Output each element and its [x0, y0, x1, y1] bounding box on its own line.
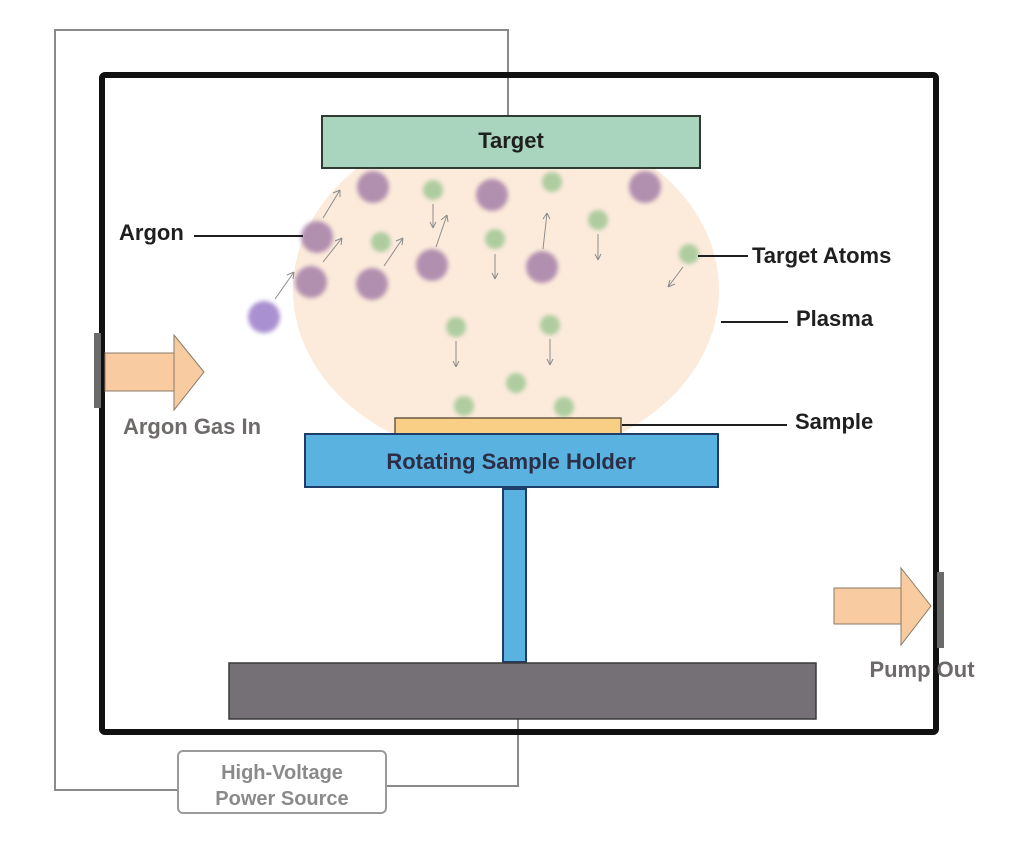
target-atom: [540, 315, 560, 335]
holder-shaft: [502, 488, 527, 663]
argon-atom: [476, 179, 508, 211]
power-source-label-line2: Power Source: [215, 788, 348, 810]
argon-atoms: [295, 171, 661, 300]
argon-atom: [357, 171, 389, 203]
argon-atom: [416, 249, 448, 281]
target-atoms: [371, 172, 699, 417]
target-atom: [588, 210, 608, 230]
power-source-box: [177, 750, 387, 814]
argon-inlet-arrow: [104, 333, 205, 412]
rotating-sample-holder: [304, 433, 719, 488]
argon-atom: [526, 251, 558, 283]
pump-outlet-port: [937, 572, 944, 648]
argon-atom: [295, 266, 327, 298]
sample-layer: [394, 417, 622, 435]
target-label: Target: [478, 128, 544, 153]
target-atom: [542, 172, 562, 192]
vacuum-chamber: [99, 72, 939, 735]
target-atom: [423, 180, 443, 200]
gas-inlet-port: [94, 333, 101, 408]
argon-atom: [629, 171, 661, 203]
plasma-label: Plasma: [796, 306, 874, 331]
target-atom: [506, 373, 526, 393]
target-plate: [321, 115, 701, 169]
pump-out-label: Pump Out: [869, 657, 975, 682]
holder-label: Rotating Sample Holder: [386, 449, 636, 474]
target-atoms-label: Target Atoms: [752, 243, 891, 268]
argon-atom: [356, 268, 388, 300]
target-atom: [371, 232, 391, 252]
target-atom: [446, 317, 466, 337]
argon-gas-in-label: Argon Gas In: [123, 414, 261, 439]
argon-atom: [301, 221, 333, 253]
target-atom: [485, 229, 505, 249]
sample-label: Sample: [795, 409, 873, 434]
power-wire-top: [54, 29, 509, 791]
target-atom: [554, 397, 574, 417]
argon-label: Argon: [119, 220, 184, 245]
power-wire-bottom: [386, 719, 519, 787]
pump-out-arrow: [833, 566, 932, 647]
leader-lines: [194, 235, 788, 426]
target-atom: [454, 396, 474, 416]
plasma-cloud: [293, 120, 719, 460]
power-source-label-line1: High-Voltage: [221, 762, 343, 784]
target-atom: [679, 244, 699, 264]
motion-arrows: [274, 189, 684, 368]
incoming-argon-atom: [248, 301, 280, 333]
chamber-base: [228, 662, 817, 720]
